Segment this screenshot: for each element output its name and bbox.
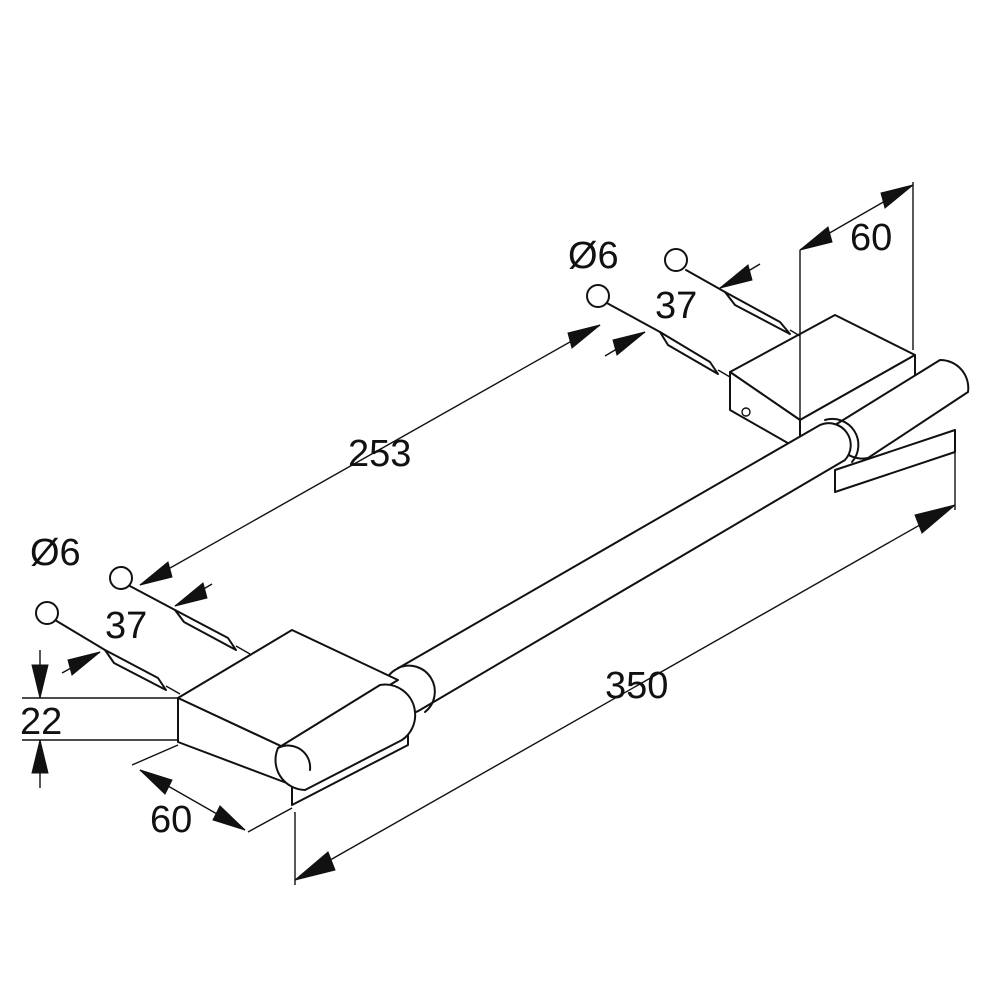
hole-marker-icon — [109, 566, 133, 590]
label-60-right: 60 — [850, 217, 892, 259]
label-253: 253 — [348, 433, 411, 475]
right-mount-block — [729, 314, 970, 493]
dimension-60-left — [131, 744, 293, 833]
label-37-left: 37 — [105, 605, 147, 647]
label-37-right: 37 — [655, 285, 697, 327]
left-mount-block — [177, 629, 417, 806]
screw-hole-icon — [741, 407, 751, 417]
dimension-37-left — [61, 582, 213, 676]
hole-marker-icon — [35, 601, 59, 625]
label-diameter-right: Ø6 — [568, 235, 619, 277]
dimension-253 — [139, 324, 601, 586]
label-60-left: 60 — [150, 799, 192, 841]
dimension-60-right — [799, 182, 914, 420]
dimension-37-right — [604, 263, 761, 357]
right-screws — [586, 248, 801, 378]
left-screws — [35, 566, 251, 695]
hole-marker-icon — [664, 248, 688, 272]
label-diameter-left: Ø6 — [30, 532, 81, 574]
dimension-350 — [294, 432, 956, 885]
dimension-22 — [22, 650, 178, 788]
label-22: 22 — [20, 701, 62, 743]
hole-marker-icon — [586, 284, 610, 308]
label-350: 350 — [605, 665, 668, 707]
